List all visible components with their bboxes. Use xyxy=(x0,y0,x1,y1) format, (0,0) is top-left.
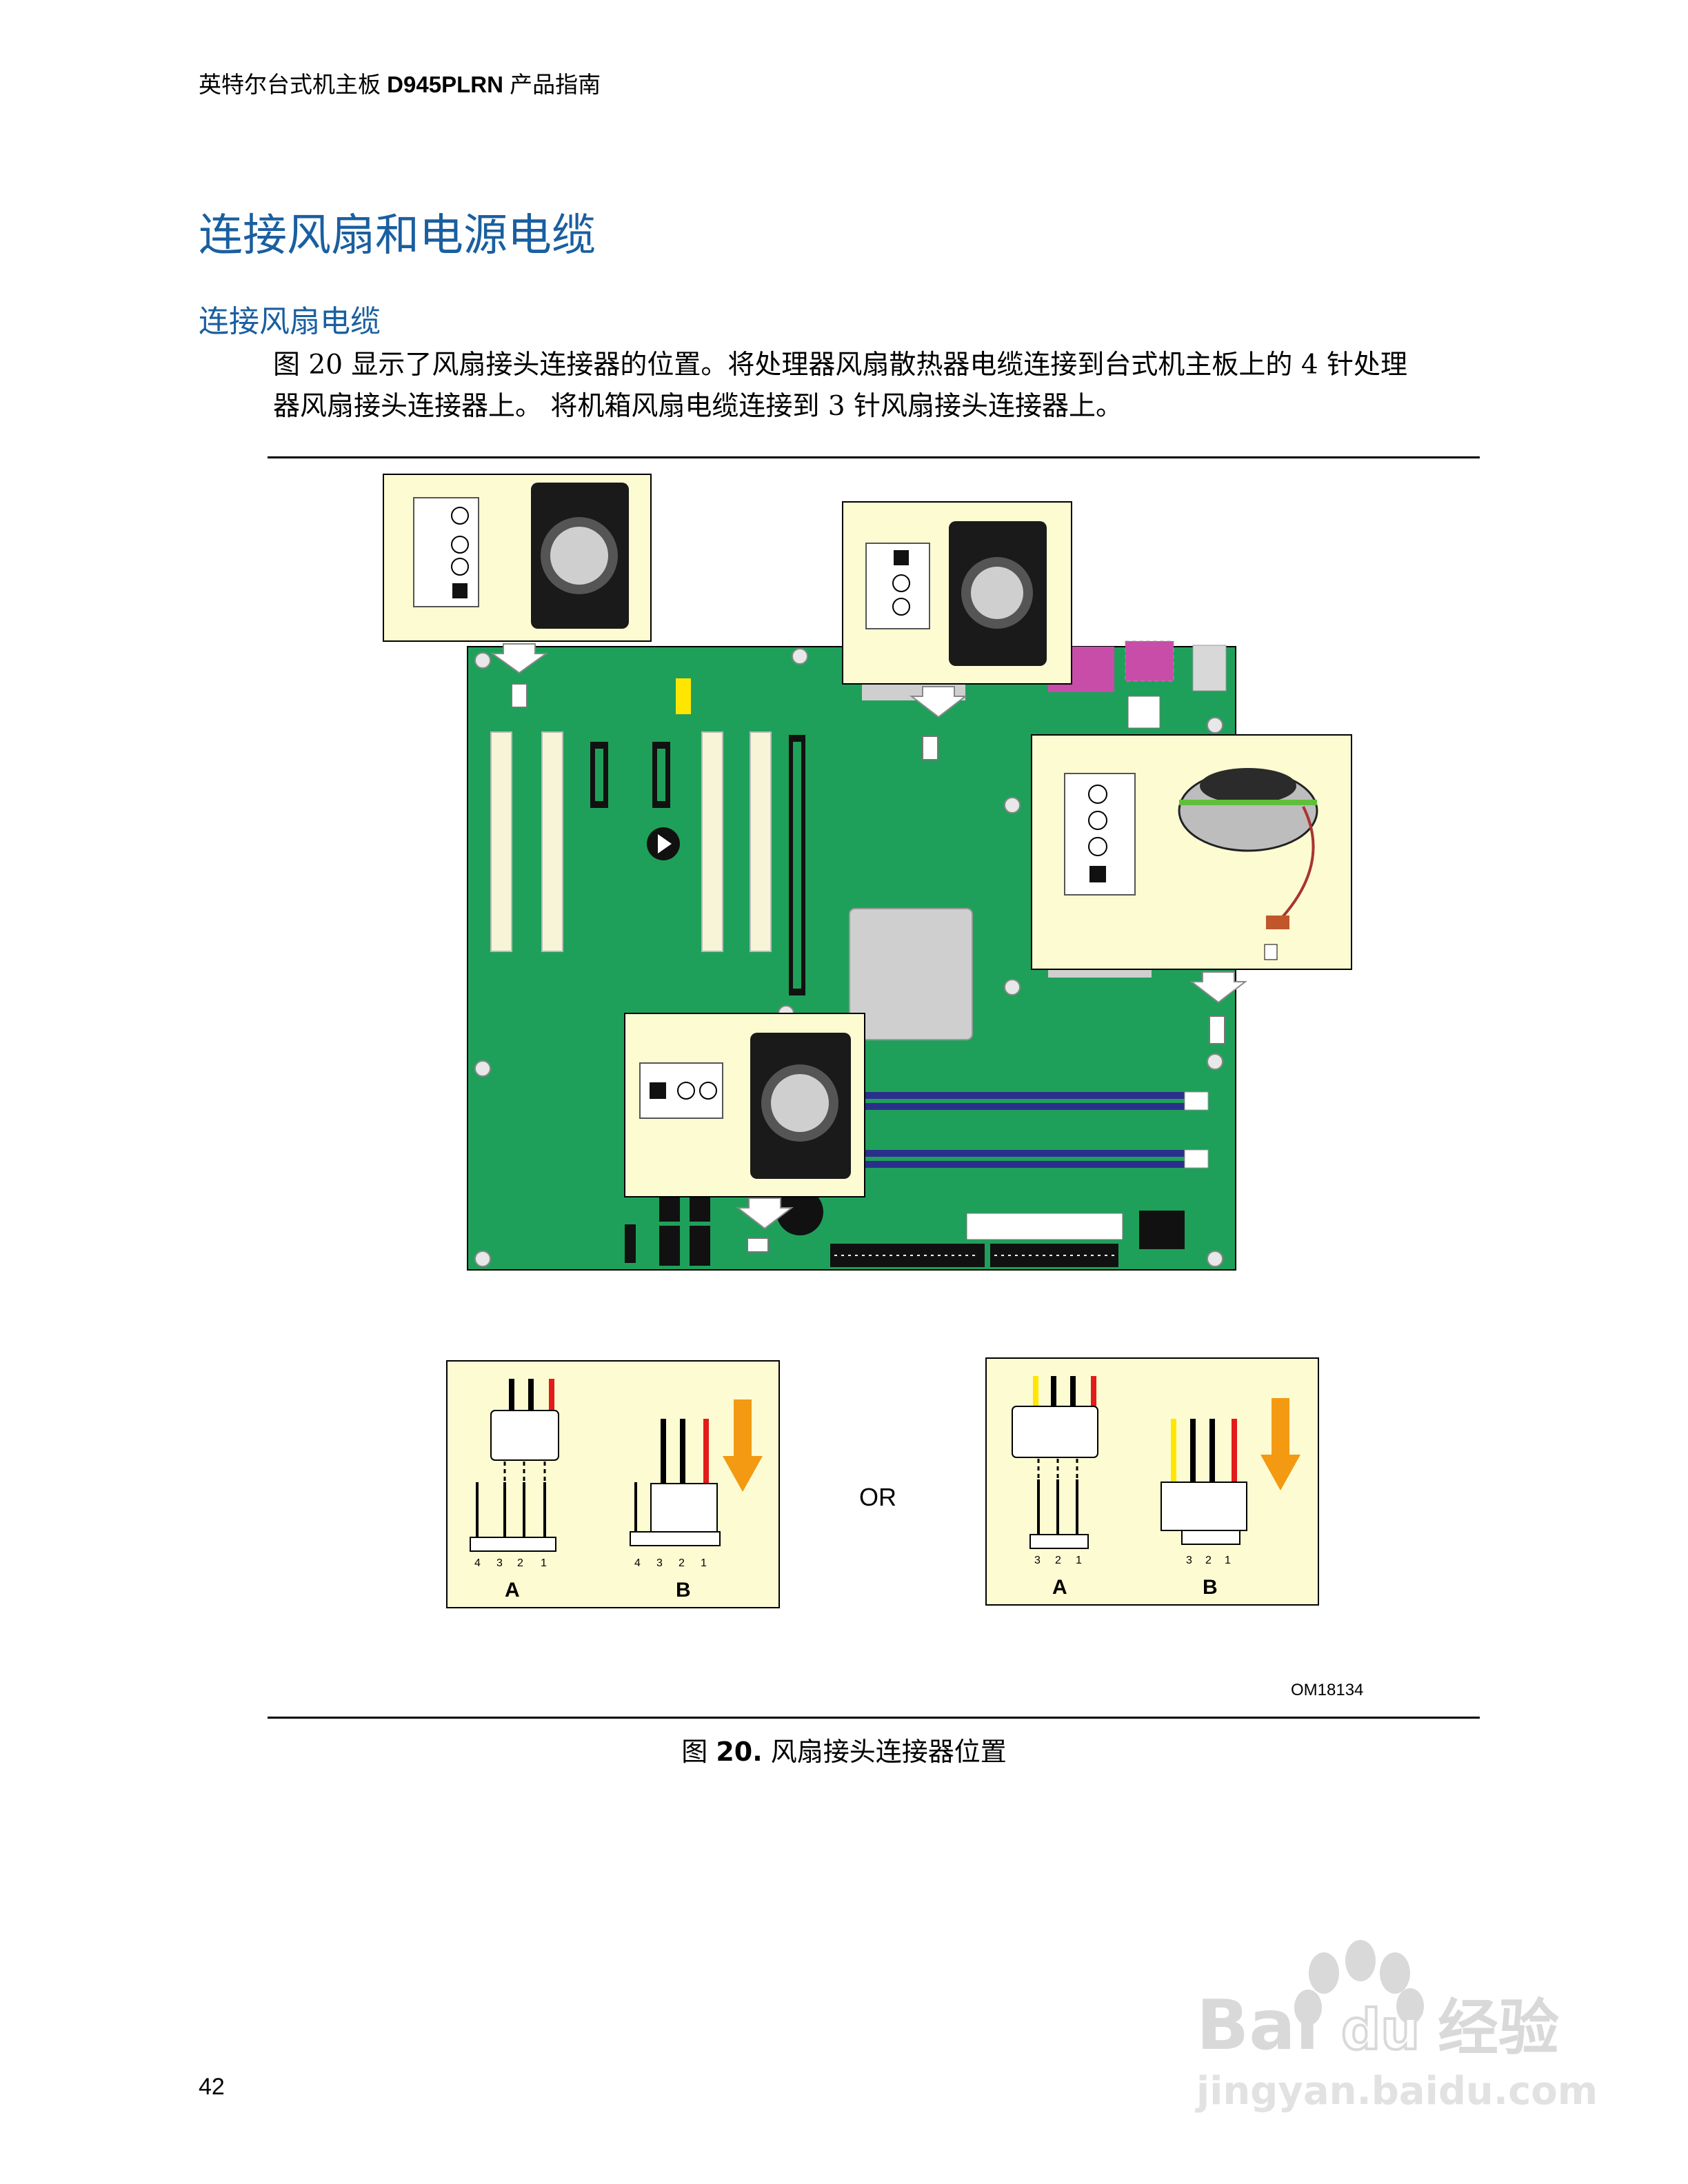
watermark-cn: 经验 xyxy=(1438,1992,1559,2063)
watermark-brand: Bai xyxy=(1196,1985,1319,2065)
pin-label: 4 xyxy=(474,1557,481,1569)
callout-chassis-fan-front xyxy=(843,502,1072,684)
pin-label: 3 xyxy=(496,1557,503,1569)
figure-bottom-rule xyxy=(268,1717,1480,1719)
pin-label: 1 xyxy=(541,1557,547,1569)
pin-label: 2 xyxy=(1205,1555,1212,1566)
pin-label: 2 xyxy=(679,1557,685,1569)
pin-label: 1 xyxy=(1225,1555,1231,1566)
label-b: B xyxy=(1203,1576,1218,1599)
pin-label: 2 xyxy=(517,1557,523,1569)
or-label: OR xyxy=(859,1483,896,1511)
pin-label: 1 xyxy=(701,1557,707,1569)
pin-label: 3 xyxy=(656,1557,663,1569)
pin-label: 2 xyxy=(1055,1555,1061,1566)
pin-label: 4 xyxy=(634,1557,641,1569)
connector-diagram-4pin xyxy=(447,1361,779,1608)
connector-diagram-3pin xyxy=(986,1358,1318,1605)
callout-chassis-fan-bottom xyxy=(625,1013,865,1197)
page-number: 42 xyxy=(199,2074,225,2101)
baidu-logo: Bai du 经验 jingyan.baidu.com xyxy=(1183,1930,1596,2137)
baidu-watermark: Bai du 经验 jingyan.baidu.com xyxy=(1183,1930,1596,2140)
label-a: A xyxy=(505,1579,520,1601)
pin-label: 1 xyxy=(1076,1555,1082,1566)
callout-chassis-fan-rear xyxy=(383,474,651,641)
watermark-url: jingyan.baidu.com xyxy=(1195,2069,1596,2114)
label-b: B xyxy=(676,1579,691,1601)
figure-caption: 图 20. 风扇接头连接器位置 xyxy=(0,1730,1688,1768)
pin-label: 3 xyxy=(1034,1555,1041,1566)
figure-id: OM18134 xyxy=(1291,1681,1363,1700)
label-a: A xyxy=(1052,1576,1067,1599)
watermark-brand2: du xyxy=(1341,1998,1420,2062)
callout-processor-fan xyxy=(1032,735,1352,969)
pin-label: 3 xyxy=(1186,1555,1192,1566)
